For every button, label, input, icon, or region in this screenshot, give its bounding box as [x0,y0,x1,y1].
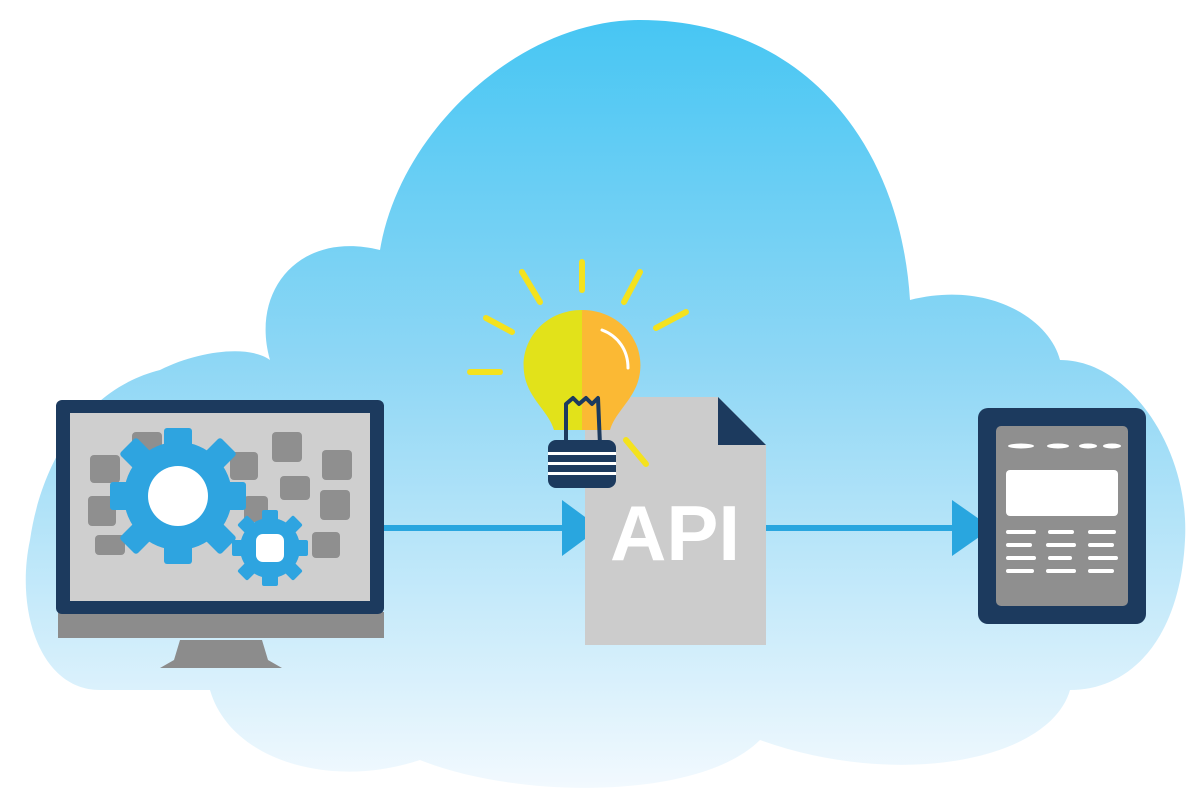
lightbulb-icon [467,259,689,488]
tablet-icon [978,408,1146,624]
arrow-right-icon [765,500,992,556]
monitor-gears-icon [56,400,384,668]
arrow-right-icon [380,500,600,556]
api-label: API [610,489,740,577]
document-icon: API [585,397,766,645]
